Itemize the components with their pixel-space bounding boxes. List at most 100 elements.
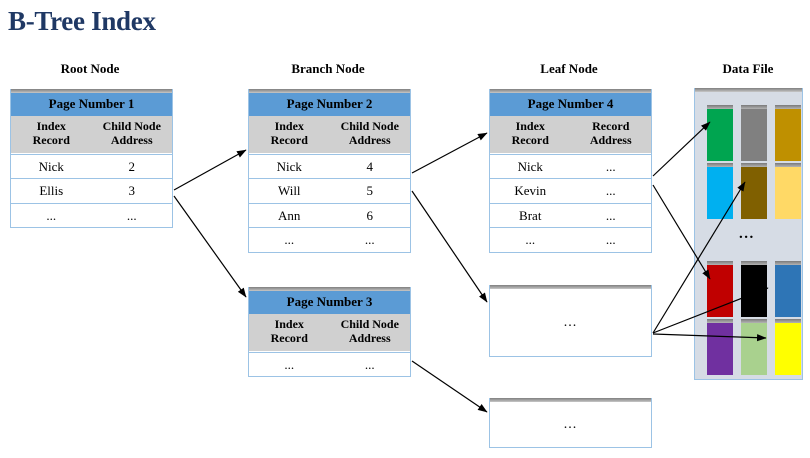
data-block-cap xyxy=(775,105,801,109)
cell-child-address: ... xyxy=(364,356,375,372)
data-block-body xyxy=(775,167,801,219)
arrow-root-to-branch-3 xyxy=(173,195,247,298)
table-row[interactable]: ... ... xyxy=(490,227,651,252)
node-shadow-bar xyxy=(249,287,410,291)
data-block-cap xyxy=(707,163,733,167)
data-file-ellipsis: ... xyxy=(739,226,755,242)
data-block[interactable] xyxy=(775,261,801,317)
node-leaf-placeholder-1[interactable]: ... xyxy=(489,285,652,357)
data-block[interactable] xyxy=(775,319,801,375)
data-block[interactable] xyxy=(775,105,801,161)
table-row[interactable]: Kevin ... xyxy=(490,178,651,203)
cell-child-address: 5 xyxy=(366,183,374,199)
data-block-body xyxy=(775,109,801,161)
table-row[interactable]: ... ... xyxy=(249,351,410,377)
data-block-cap xyxy=(741,163,767,167)
data-block[interactable] xyxy=(707,163,733,219)
cell-index-record: Will xyxy=(277,183,301,199)
node-title-page-4: Page Number 4 xyxy=(490,93,651,116)
cell-record-address: ... xyxy=(605,207,616,223)
node-title-page-1: Page Number 1 xyxy=(11,93,172,116)
table-row[interactable]: Nick 2 xyxy=(11,153,172,179)
data-block-cap xyxy=(707,105,733,109)
data-file-panel[interactable]: ... xyxy=(694,88,803,380)
caption-leaf-node: Leaf Node xyxy=(540,61,598,76)
data-block[interactable] xyxy=(741,261,767,317)
table-row[interactable]: Brat ... xyxy=(490,202,651,228)
data-block-row xyxy=(707,319,801,375)
table-row[interactable]: ... ... xyxy=(249,227,410,252)
table-row[interactable]: Nick ... xyxy=(490,153,651,179)
node-title-page-3: Page Number 3 xyxy=(249,291,410,314)
page-title: B-Tree Index xyxy=(8,6,156,36)
data-block-body xyxy=(707,109,733,161)
data-block[interactable] xyxy=(775,163,801,219)
data-block[interactable] xyxy=(707,319,733,375)
data-block-row xyxy=(707,105,801,161)
table-row[interactable]: Ellis 3 xyxy=(11,178,172,203)
placeholder-ellipsis: ... xyxy=(563,416,578,432)
node-shadow-bar xyxy=(490,89,651,93)
caption-branch-node: Branch Node xyxy=(291,61,365,76)
cell-child-address: 3 xyxy=(128,183,136,199)
data-block-row xyxy=(707,163,801,219)
data-block-body xyxy=(775,265,801,317)
data-block-cap xyxy=(741,105,767,109)
cell-child-address: 6 xyxy=(366,207,374,223)
data-block-body xyxy=(707,167,733,219)
data-block-cap xyxy=(775,319,801,323)
cell-index-record: Ann xyxy=(278,207,301,223)
table-row[interactable]: Will 5 xyxy=(249,178,410,203)
data-block-body xyxy=(741,167,767,219)
arrow-branch-2-to-leaf-4 xyxy=(411,132,488,174)
node-shadow-bar xyxy=(490,398,651,402)
cell-record-address: ... xyxy=(605,232,616,248)
data-block-cap xyxy=(775,163,801,167)
panel-shadow-bar xyxy=(695,88,802,92)
placeholder-ellipsis: ... xyxy=(563,314,578,330)
node-shadow-bar xyxy=(249,89,410,93)
data-block[interactable] xyxy=(741,319,767,375)
data-block[interactable] xyxy=(741,163,767,219)
cell-index-record: Brat xyxy=(519,207,542,223)
cell-record-address: ... xyxy=(605,183,616,199)
data-block[interactable] xyxy=(707,261,733,317)
data-block-body xyxy=(775,323,801,375)
cell-record-address: ... xyxy=(605,158,616,174)
node-title-page-2: Page Number 2 xyxy=(249,93,410,116)
cell-index-record: Kevin xyxy=(514,183,547,199)
cell-index-record: ... xyxy=(46,207,57,223)
table-row[interactable]: ... ... xyxy=(11,202,172,228)
data-block[interactable] xyxy=(741,105,767,161)
cell-index-record: ... xyxy=(284,356,295,372)
data-block-row xyxy=(707,261,801,317)
cell-child-address: ... xyxy=(126,207,137,223)
table-row[interactable]: Ann 6 xyxy=(249,202,410,228)
cell-child-address: 4 xyxy=(366,158,374,174)
node-leaf-placeholder-2[interactable]: ... xyxy=(489,398,652,448)
cell-index-record: Nick xyxy=(517,158,543,174)
node-shadow-bar xyxy=(11,89,172,93)
caption-data-file: Data File xyxy=(722,61,774,76)
cell-index-record: Nick xyxy=(276,158,302,174)
cell-index-record: ... xyxy=(284,232,295,248)
data-block-body xyxy=(707,323,733,375)
table-row[interactable]: Nick 4 xyxy=(249,153,410,179)
data-block[interactable] xyxy=(707,105,733,161)
data-block-cap xyxy=(741,261,767,265)
